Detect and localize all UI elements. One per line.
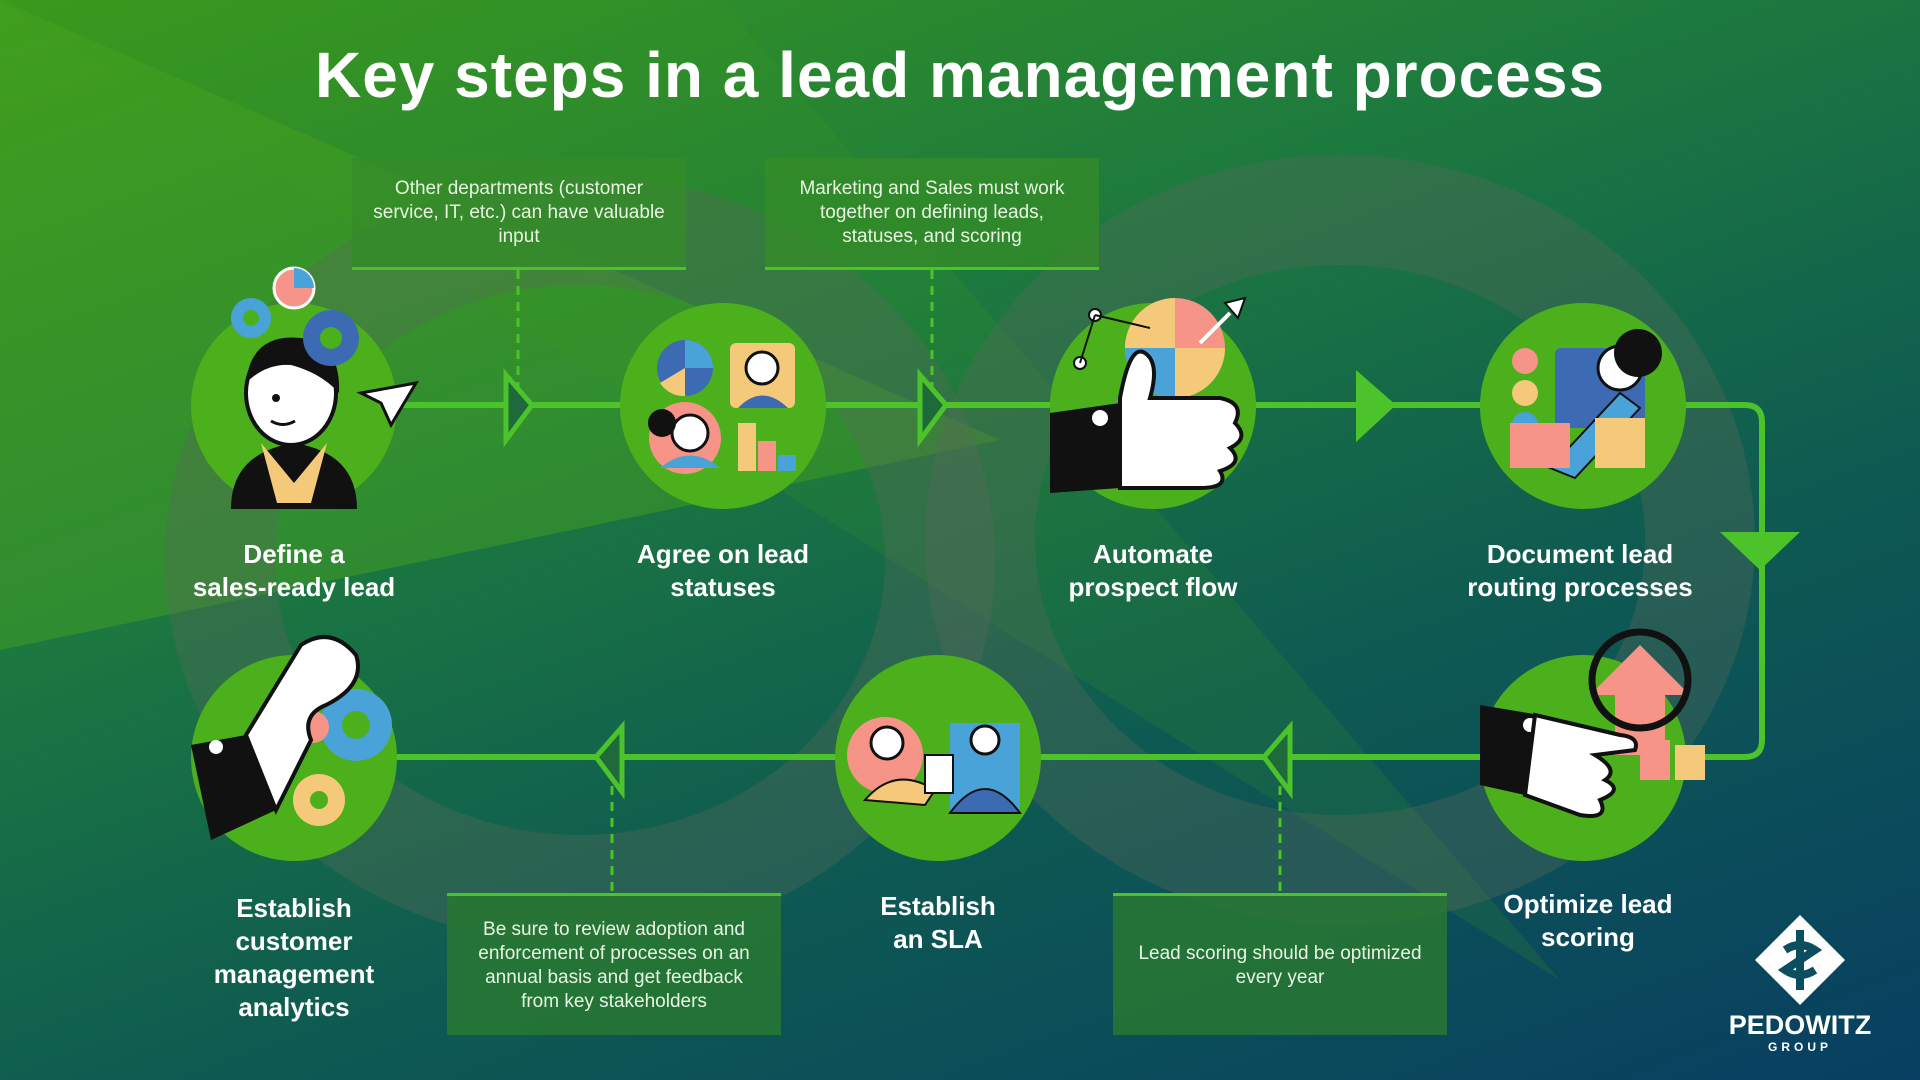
arrow-right-1 — [503, 368, 536, 448]
brand-sub: GROUP — [1767, 1040, 1832, 1054]
arrow-down — [1720, 532, 1800, 570]
arrow-right-3 — [1356, 370, 1396, 442]
brand-name: PEDOWITZ — [1728, 1010, 1872, 1040]
note-lead-scoring: Lead scoring should be optimized every y… — [1113, 893, 1447, 1035]
step-agree-statuses: Agree on lead statuses — [637, 539, 809, 602]
pedowitz-logo: PEDOWITZ GROUP — [1720, 915, 1880, 1054]
note-other-departments: Other departments (customer service, IT,… — [352, 158, 686, 270]
establish-sla-icon — [835, 655, 1041, 861]
step-define-lead: Define a sales-ready lead — [192, 539, 396, 602]
note-review-adoption: Be sure to review adoption and enforceme… — [447, 893, 781, 1035]
step-optimize-scoring: Optimize lead scoring — [1503, 889, 1673, 952]
automate-flow-icon — [1050, 296, 1256, 509]
step-automate-flow: Automate prospect flow — [1068, 539, 1238, 602]
step-document-routing: Document lead routing processes — [1467, 539, 1693, 602]
note-marketing-sales: Marketing and Sales must work together o… — [765, 158, 1099, 270]
arrow-right-2 — [917, 368, 950, 448]
step-establish-sla: Establish an SLA — [880, 891, 996, 954]
arrow-left-1 — [592, 720, 625, 800]
agree-statuses-icon — [620, 303, 826, 509]
arrow-left-2 — [1260, 720, 1293, 800]
logo-mark-icon — [1755, 915, 1845, 1005]
page-title: Key steps in a lead management process — [314, 39, 1606, 111]
optimize-scoring-icon — [1480, 628, 1705, 861]
document-routing-icon — [1480, 303, 1686, 509]
define-lead-icon — [191, 266, 419, 509]
step-analytics: Establish customer management analytics — [213, 893, 375, 1022]
analytics-icon — [191, 635, 397, 861]
